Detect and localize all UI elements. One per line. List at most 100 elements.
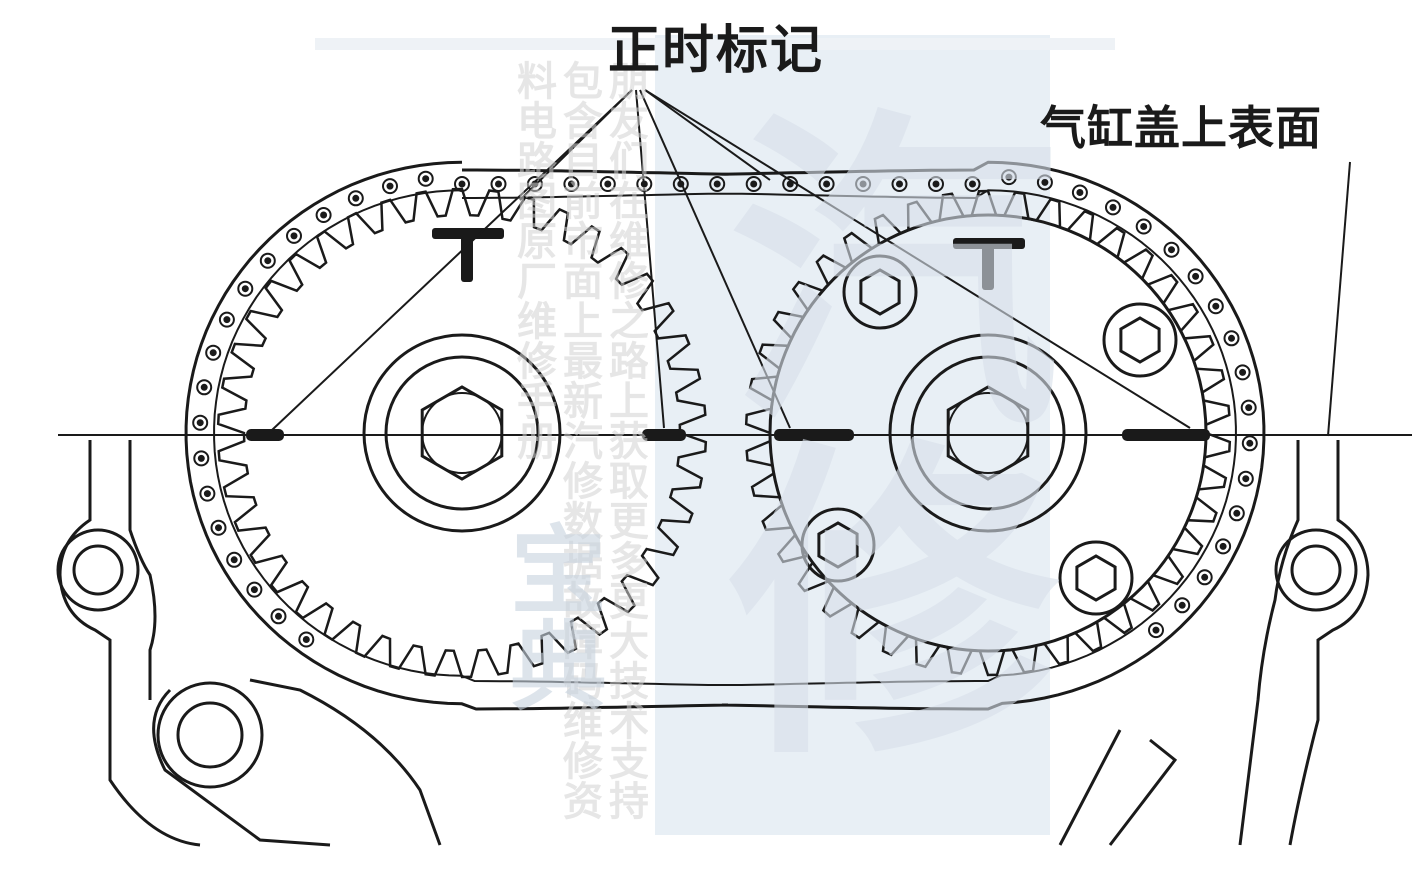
chain-link-center: [320, 211, 328, 219]
chain-link-center: [264, 257, 272, 265]
chain-link-pin: [382, 178, 398, 195]
leader-line-6: [644, 89, 771, 181]
chain-link-center: [230, 556, 238, 564]
housing-right-inner: [1238, 440, 1300, 846]
chain-link-center: [1005, 173, 1013, 181]
chain-link-pin: [192, 414, 209, 431]
housing-right-hole-ring: [1274, 528, 1358, 612]
chain-link-pin: [205, 344, 222, 361]
leader-line-5: [519, 89, 633, 201]
chain-link-pin: [199, 485, 216, 502]
chain-link-center: [1246, 439, 1254, 447]
chain-link-center: [1152, 626, 1160, 634]
housing-right-hole: [1290, 544, 1342, 596]
chain-link-pin: [193, 450, 210, 467]
t-marks: [432, 228, 1025, 290]
tensioner-arm-left: [152, 688, 331, 847]
chain-link-pin: [745, 176, 762, 192]
chain-link-pin: [1174, 597, 1191, 614]
left-hub-inner: [384, 355, 540, 511]
watermark-text: 朋友们在维修之路上获取更多更大技术支持包含目前市面上最新汽修数据故障码维修资料电…: [510, 60, 648, 820]
chain-link-center: [567, 180, 575, 188]
chain-link-pin: [563, 176, 580, 192]
chain-link-center: [1242, 475, 1250, 483]
right-hub-outer: [888, 333, 1088, 533]
leader-line-1: [271, 89, 633, 431]
chain-link-pin: [1148, 622, 1164, 639]
t-mark-right-stem: [982, 240, 994, 290]
chain-link-center: [1239, 368, 1247, 376]
chain-link-center: [1192, 272, 1200, 280]
timing-marks-label: 正时标记: [608, 21, 825, 81]
chain-link-center: [1228, 334, 1235, 342]
chain-link-pin: [210, 519, 227, 536]
mounting-bolt-1: [842, 254, 918, 330]
chain-link-pin: [1135, 218, 1152, 235]
leader-line-7: [1327, 161, 1351, 437]
chain-link-center: [302, 636, 310, 643]
chain-link-pin: [1240, 399, 1257, 416]
chain-link-pin: [347, 190, 364, 207]
chain-link-center: [1212, 302, 1220, 310]
chain-link-center: [386, 182, 394, 190]
chain-link-center: [352, 194, 360, 202]
chain-inner-edge: [213, 189, 1237, 686]
chain-link-center: [209, 349, 217, 357]
timing-mark-bars: [246, 429, 1210, 441]
watermark-large: 汽修: [673, 100, 1057, 760]
chain-link-center: [1233, 509, 1241, 517]
chain-link-center: [250, 586, 258, 594]
mounting-bolt-2: [1102, 302, 1178, 378]
leader-line-4: [644, 89, 1191, 429]
timing-mark-bar-3: [774, 429, 854, 441]
chain-link-center: [1178, 601, 1186, 609]
chain-link-center: [1168, 246, 1175, 254]
chain-link-center: [1109, 203, 1117, 211]
chain-link-pin: [818, 176, 835, 192]
chain-link-center: [786, 180, 794, 188]
chain-link-pin: [218, 311, 235, 328]
tensioner-pivot-left-outer: [156, 681, 264, 789]
chain-link-pin: [855, 176, 872, 192]
watermark-small: 宝典: [494, 520, 606, 712]
chain-link-center: [241, 285, 249, 293]
chain-link-center: [1201, 573, 1209, 581]
chain-link-center: [196, 419, 204, 427]
chain-link-pin: [1241, 435, 1258, 452]
chain-link-center: [200, 383, 208, 391]
chain-link-pin: [196, 379, 213, 396]
housing-left-hole-ring: [56, 528, 140, 612]
chain-link-pin: [490, 176, 507, 192]
right-bolt-hex: [946, 385, 1030, 481]
tensioner-pivot-left: [176, 701, 244, 769]
chain-link-pin: [1228, 505, 1245, 522]
chain-link-pin: [298, 631, 315, 648]
chain-link-pin: [1237, 470, 1254, 487]
right-sprocket-bolts: [800, 254, 1178, 616]
chain-link-pin: [672, 176, 689, 192]
mounting-bolt-head-1: [859, 268, 901, 316]
mounting-bolt-head-2: [1119, 316, 1161, 364]
chain-link-center: [197, 454, 205, 462]
chain-link-pin: [246, 581, 263, 598]
timing-mark-bar-1: [246, 429, 284, 441]
chain-link-pin: [599, 176, 616, 192]
chain-link-pin: [709, 176, 726, 192]
chain-link-pin: [1215, 538, 1232, 555]
chain-link-pin: [286, 227, 302, 244]
left-bolt-circle: [421, 392, 503, 474]
mounting-bolt-3: [800, 507, 876, 583]
chain-link-center: [422, 175, 430, 183]
chain-link-center: [859, 180, 867, 188]
chain-guide-right: [1058, 729, 1178, 846]
chain-link-pin: [1071, 184, 1088, 201]
chain-link-pin: [526, 176, 543, 192]
right-sprocket: [744, 189, 1232, 677]
chain-link-pin: [1234, 364, 1251, 381]
timing-chain: [184, 160, 1266, 711]
chain-link-pin: [964, 176, 981, 192]
chain-link-center: [932, 180, 940, 188]
chain-link-center: [275, 612, 282, 620]
